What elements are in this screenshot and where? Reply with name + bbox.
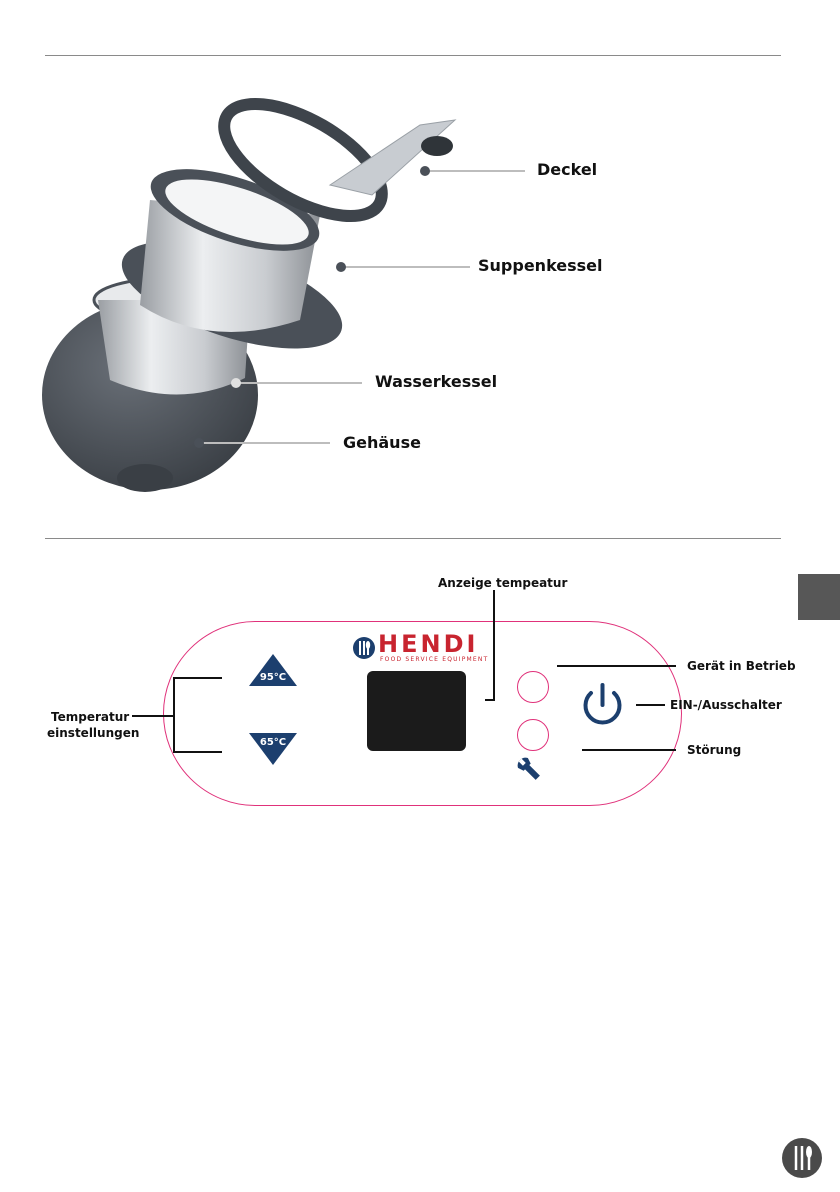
label-on-off: EIN-/Ausschalter xyxy=(670,698,782,712)
label-temp-settings-1: Temperatur xyxy=(51,710,129,724)
temp-down-label[interactable]: 65°C xyxy=(248,737,298,748)
power-icon xyxy=(586,685,620,723)
temp-up-label[interactable]: 95°C xyxy=(248,672,298,683)
label-in-operation: Gerät in Betrieb xyxy=(687,659,796,673)
label-fault: Störung xyxy=(687,743,741,757)
label-temp-settings-2: einstellungen xyxy=(47,726,139,740)
wrench-icon xyxy=(515,755,543,783)
cutlery-icon xyxy=(782,1138,822,1178)
